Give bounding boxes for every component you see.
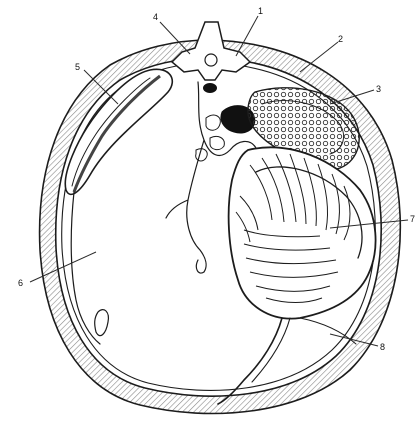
small-dark-vessel [203,83,217,93]
label-8: 8 [380,342,385,352]
label-1: 1 [258,6,263,16]
label-6: 6 [18,278,23,288]
left-cavity-lining [71,192,100,344]
striated-organ [229,147,376,318]
label-7: 7 [410,214,415,224]
label-4: 4 [153,12,158,22]
left-small-loop [95,310,109,336]
label-5: 5 [75,62,80,72]
label-2: 2 [338,34,343,44]
ventral-septum-parallel [252,318,290,382]
label-3: 3 [376,84,381,94]
spinal-canal [205,54,217,66]
